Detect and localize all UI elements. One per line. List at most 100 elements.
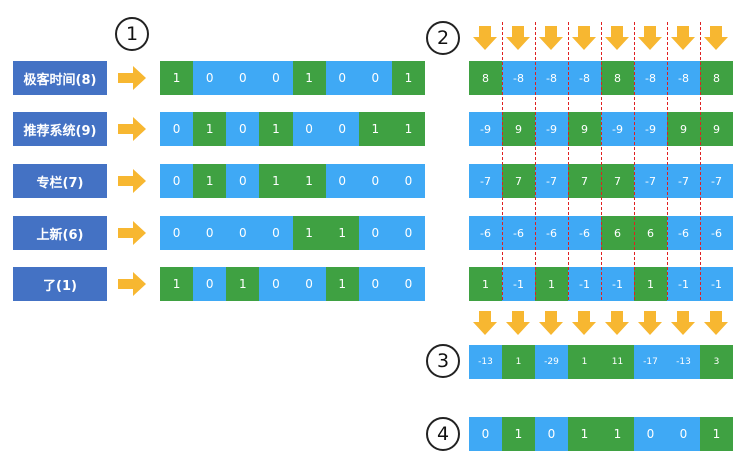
down-arrow-icon <box>638 26 662 50</box>
right-arrow-icon <box>118 66 146 90</box>
fingerprint-bit-cell: 1 <box>700 417 733 451</box>
weight-cell: -1 <box>667 267 700 301</box>
word-label: 了(1) <box>13 267 107 301</box>
sum-cell: 1 <box>502 345 535 379</box>
step-number-1: 1 <box>115 17 149 51</box>
column-divider <box>568 22 569 300</box>
weight-cell: 7 <box>601 164 634 198</box>
weight-cell: -9 <box>469 112 502 146</box>
hash-bit-cell: 1 <box>160 61 194 95</box>
right-arrow-icon <box>118 117 146 141</box>
column-divider <box>667 22 668 300</box>
hash-bit-cell: 1 <box>391 112 425 146</box>
hash-bit-cell: 0 <box>226 216 260 250</box>
down-arrow-icon <box>572 26 596 50</box>
column-divider <box>502 22 503 300</box>
hash-bit-cell: 0 <box>358 216 392 250</box>
hash-bit-cell: 0 <box>193 267 227 301</box>
hash-bit-cell: 1 <box>325 267 359 301</box>
weight-cell: -6 <box>700 216 733 250</box>
fingerprint-bit-cell: 0 <box>667 417 700 451</box>
down-arrow-icon <box>473 26 497 50</box>
word-label: 上新(6) <box>13 216 107 250</box>
hash-bit-cell: 0 <box>292 267 326 301</box>
weight-cell: 9 <box>700 112 733 146</box>
hash-bit-cell: 1 <box>259 164 293 198</box>
weight-cell: 1 <box>535 267 568 301</box>
hash-bit-cell: 1 <box>226 267 260 301</box>
sum-cell: 1 <box>568 345 601 379</box>
weight-cell: 8 <box>601 61 634 95</box>
down-arrow-icon <box>506 311 530 335</box>
weight-cell: 9 <box>568 112 601 146</box>
sum-cell: -29 <box>535 345 568 379</box>
weight-cell: -7 <box>469 164 502 198</box>
down-arrow-icon <box>605 311 629 335</box>
sum-cell: 11 <box>601 345 634 379</box>
weight-cell: -6 <box>568 216 601 250</box>
hash-bit-cell: 1 <box>193 164 227 198</box>
column-divider <box>535 22 536 300</box>
hash-bit-cell: 0 <box>292 112 326 146</box>
fingerprint-bit-cell: 0 <box>469 417 502 451</box>
weight-cell: -8 <box>634 61 667 95</box>
hash-bit-cell: 0 <box>259 61 293 95</box>
down-arrow-icon <box>704 311 728 335</box>
weight-cell: 1 <box>634 267 667 301</box>
down-arrow-icon <box>671 311 695 335</box>
weight-cell: -9 <box>535 112 568 146</box>
weight-cell: 9 <box>502 112 535 146</box>
hash-bit-cell: 0 <box>259 267 293 301</box>
weight-cell: -6 <box>535 216 568 250</box>
weight-cell: 1 <box>469 267 502 301</box>
weight-cell: -1 <box>502 267 535 301</box>
sum-cell: -13 <box>469 345 502 379</box>
down-arrow-icon <box>638 311 662 335</box>
word-label: 专栏(7) <box>13 164 107 198</box>
hash-bit-cell: 0 <box>160 112 194 146</box>
weight-cell: -7 <box>634 164 667 198</box>
hash-bit-cell: 0 <box>391 267 425 301</box>
weight-cell: -7 <box>667 164 700 198</box>
weight-cell: -9 <box>634 112 667 146</box>
hash-bit-cell: 1 <box>259 112 293 146</box>
hash-bit-cell: 0 <box>226 61 260 95</box>
fingerprint-bit-cell: 0 <box>535 417 568 451</box>
hash-bit-cell: 0 <box>160 216 194 250</box>
sum-cell: -13 <box>667 345 700 379</box>
hash-bit-cell: 1 <box>358 112 392 146</box>
step-number-2: 2 <box>426 21 460 55</box>
down-arrow-icon <box>539 311 563 335</box>
hash-bit-cell: 1 <box>160 267 194 301</box>
weight-cell: -7 <box>700 164 733 198</box>
hash-bit-cell: 0 <box>160 164 194 198</box>
hash-bit-cell: 0 <box>391 164 425 198</box>
step-number-4: 4 <box>426 417 460 451</box>
hash-bit-cell: 0 <box>193 61 227 95</box>
column-divider <box>700 22 701 300</box>
hash-bit-cell: 0 <box>325 61 359 95</box>
weight-cell: 8 <box>469 61 502 95</box>
hash-bit-cell: 0 <box>226 112 260 146</box>
fingerprint-bit-cell: 1 <box>502 417 535 451</box>
word-label: 极客时间(8) <box>13 61 107 95</box>
hash-bit-cell: 1 <box>292 61 326 95</box>
weight-cell: -8 <box>667 61 700 95</box>
weight-cell: -7 <box>535 164 568 198</box>
hash-bit-cell: 0 <box>259 216 293 250</box>
hash-bit-cell: 1 <box>292 164 326 198</box>
hash-bit-cell: 1 <box>325 216 359 250</box>
weight-cell: 9 <box>667 112 700 146</box>
fingerprint-bit-cell: 1 <box>601 417 634 451</box>
weight-cell: -9 <box>601 112 634 146</box>
weight-cell: 7 <box>502 164 535 198</box>
